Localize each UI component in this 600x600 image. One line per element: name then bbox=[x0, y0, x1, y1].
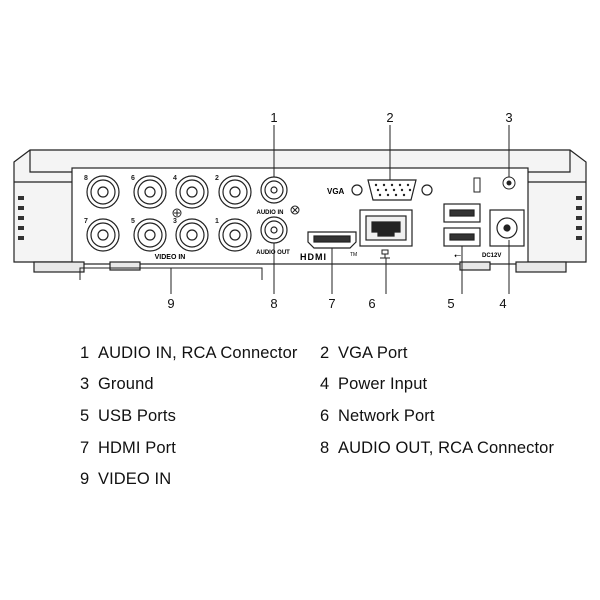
dc12v-label: DC12V bbox=[482, 253, 501, 259]
port-number-label: 8 bbox=[84, 175, 88, 182]
indicator-slot bbox=[473, 177, 481, 193]
legend-number: 7 bbox=[80, 439, 90, 457]
port-number-label: 1 bbox=[215, 218, 219, 225]
bnc-port-numbers: 8 6 4 2 7 5 3 1 bbox=[84, 175, 219, 225]
callout-2: 2 bbox=[386, 110, 393, 125]
legend-item: 2 VGA Port bbox=[320, 344, 408, 363]
bnc-port-1 bbox=[218, 218, 252, 252]
legend-item: 9 VIDEO IN bbox=[80, 470, 171, 489]
legend-number: 1 bbox=[80, 344, 90, 362]
bnc-port-5 bbox=[133, 218, 167, 252]
callout-lines bbox=[79, 125, 510, 294]
hdmi-logo: HDMI bbox=[300, 252, 327, 262]
port-number-label: 6 bbox=[131, 175, 135, 182]
legend-number: 9 bbox=[80, 470, 90, 488]
vga-port bbox=[351, 179, 433, 201]
power-input-jack bbox=[489, 209, 525, 247]
network-symbol-icon bbox=[380, 249, 390, 259]
vga-label: VGA bbox=[327, 187, 345, 196]
legend-text: VIDEO IN bbox=[98, 470, 172, 488]
bnc-port-2 bbox=[218, 175, 252, 209]
legend-item: 8 AUDIO OUT, RCA Connector bbox=[320, 439, 554, 458]
bnc-port-8 bbox=[86, 175, 120, 209]
legend-text: Network Port bbox=[338, 407, 435, 425]
legend-item: 6 Network Port bbox=[320, 407, 435, 426]
usb-symbol-icon: ⭠ bbox=[454, 250, 461, 260]
legend-text: AUDIO IN, RCA Connector bbox=[98, 344, 298, 362]
callout-5: 5 bbox=[447, 296, 454, 311]
audio-screw-icon bbox=[290, 205, 300, 215]
port-number-label: 7 bbox=[84, 218, 88, 225]
audio-in-rca bbox=[260, 176, 288, 204]
legend-text: AUDIO OUT, RCA Connector bbox=[338, 439, 555, 457]
legend-item: 5 USB Ports bbox=[80, 407, 176, 426]
legend-item: 1 AUDIO IN, RCA Connector bbox=[80, 344, 297, 363]
legend-item: 4 Power Input bbox=[320, 375, 427, 394]
legend-number: 2 bbox=[320, 344, 330, 362]
port-number-label: 5 bbox=[131, 218, 135, 225]
audio-out-rca bbox=[260, 216, 288, 244]
legend-item: 3 Ground bbox=[80, 375, 154, 394]
ground-terminal bbox=[502, 176, 516, 190]
legend-number: 4 bbox=[320, 375, 330, 393]
callout-4: 4 bbox=[499, 296, 506, 311]
bnc-port-6 bbox=[133, 175, 167, 209]
legend-text: VGA Port bbox=[338, 344, 408, 362]
vents-right bbox=[576, 196, 582, 240]
legend-text: USB Ports bbox=[98, 407, 176, 425]
callout-7: 7 bbox=[328, 296, 335, 311]
rear-panel-diagram: 8 6 4 2 7 5 3 1 VIDEO IN AUDIO IN AUDIO … bbox=[13, 110, 587, 311]
callout-6: 6 bbox=[368, 296, 375, 311]
vents-left bbox=[18, 196, 24, 240]
port-number-label: 2 bbox=[215, 175, 219, 182]
legend-number: 6 bbox=[320, 407, 330, 425]
callout-8: 8 bbox=[270, 296, 277, 311]
bnc-port-4 bbox=[175, 175, 209, 209]
callout-9: 9 bbox=[167, 296, 174, 311]
callout-3: 3 bbox=[505, 110, 512, 125]
audio-out-label: AUDIO OUT bbox=[256, 250, 290, 256]
audio-in-label: AUDIO IN bbox=[257, 210, 284, 216]
video-in-label: VIDEO IN bbox=[155, 254, 186, 261]
bnc-port-7 bbox=[86, 218, 120, 252]
bnc-connectors bbox=[86, 175, 252, 252]
legend-item: 7 HDMI Port bbox=[80, 439, 176, 458]
port-number-label: 3 bbox=[173, 218, 177, 225]
hdmi-tm: TM bbox=[350, 252, 357, 258]
hdmi-port bbox=[307, 231, 357, 249]
bnc-port-3 bbox=[175, 218, 209, 252]
callout-numbers: 1 2 3 4 5 6 7 8 9 bbox=[167, 110, 512, 311]
legend-number: 8 bbox=[320, 439, 330, 457]
usb-ports bbox=[443, 203, 481, 247]
ground-screw-icon bbox=[172, 208, 182, 218]
legend-text: Ground bbox=[98, 375, 154, 393]
port-number-label: 4 bbox=[173, 175, 177, 182]
network-port bbox=[359, 209, 413, 247]
legend-text: Power Input bbox=[338, 375, 428, 393]
legend-number: 3 bbox=[80, 375, 90, 393]
legend-number: 5 bbox=[80, 407, 90, 425]
callout-1: 1 bbox=[270, 110, 277, 125]
legend-text: HDMI Port bbox=[98, 439, 176, 457]
